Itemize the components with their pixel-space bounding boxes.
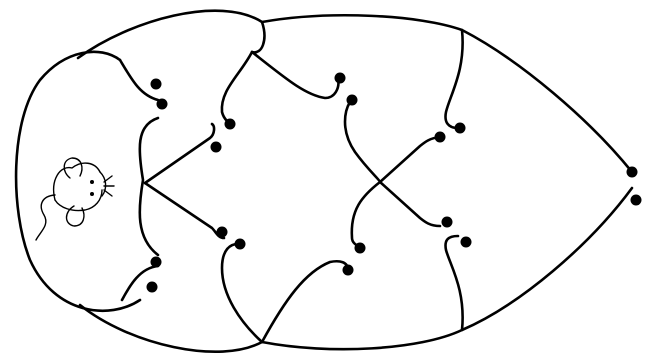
maze-internal-walls [145, 30, 463, 342]
mouse-icon [36, 158, 114, 240]
maze-outer-boundary [16, 11, 632, 352]
